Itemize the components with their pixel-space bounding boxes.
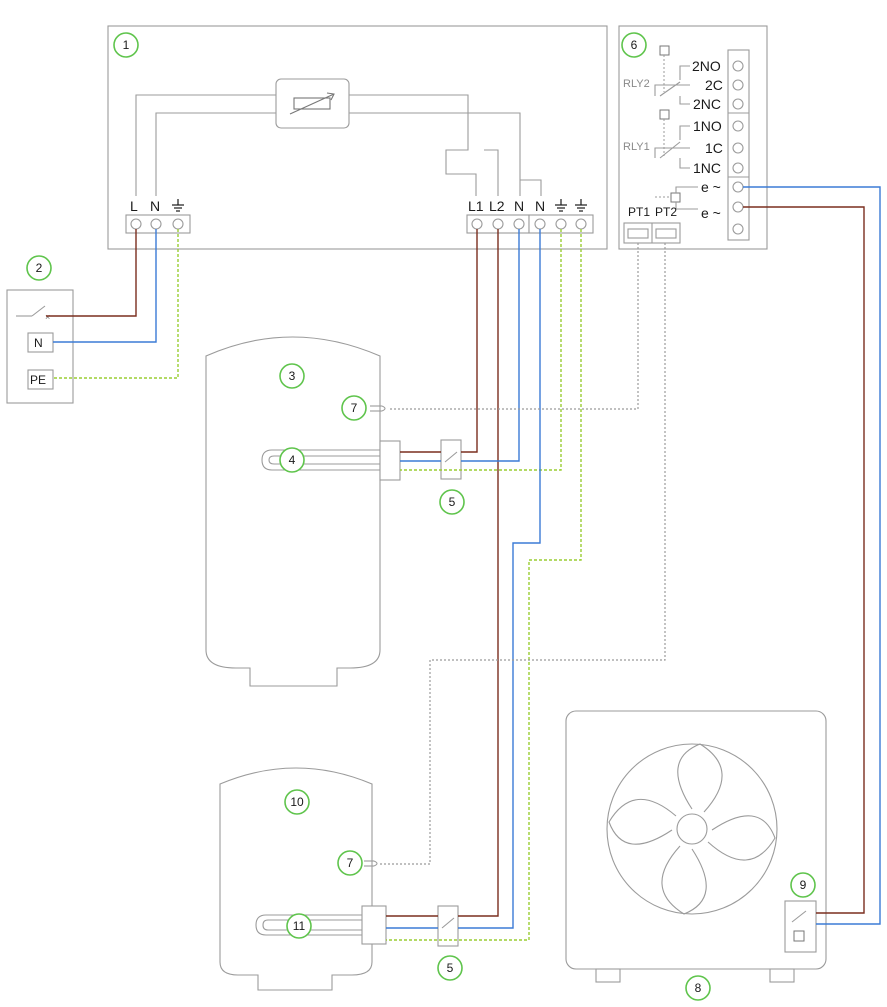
- relay-1-label: RLY1: [623, 141, 650, 153]
- terminal-screw-icon: [150, 218, 162, 230]
- thermostat-cutout-upper: [440, 439, 462, 480]
- terminal-screw-icon: [732, 98, 744, 110]
- terminal-1nc-label: 1NC: [693, 160, 721, 176]
- temperature-sensor-icon: [364, 860, 378, 867]
- output-terminal-l2-label: L2: [489, 198, 505, 214]
- earth-symbol-icon: [575, 199, 587, 212]
- hot-water-tank-primary: [205, 336, 401, 687]
- svg-text:2: 2: [36, 261, 43, 275]
- callout-5-upper: 5: [439, 489, 465, 515]
- output-terminal-n2-label: N: [535, 198, 545, 214]
- callout-7-lower: 7: [337, 850, 363, 876]
- svg-text:11: 11: [293, 919, 306, 933]
- hot-water-tank-secondary: [219, 767, 387, 991]
- relay-2-label: RLY2: [623, 78, 650, 90]
- sensor-wiring: [380, 243, 666, 865]
- terminal-screw-icon: [732, 79, 744, 91]
- svg-text:8: 8: [695, 981, 702, 995]
- svg-text:6: 6: [631, 38, 638, 52]
- thermostat-cutout-lower: [437, 905, 459, 947]
- svg-text:7: 7: [351, 401, 358, 415]
- svg-text:5: 5: [449, 495, 456, 509]
- isolator-neutral-label: N: [34, 336, 43, 350]
- pt2-port: [655, 228, 677, 239]
- contact-switch-icon: [655, 186, 698, 210]
- immersion-heater-icon: [255, 905, 387, 945]
- terminal-2no-label: 2NO: [692, 58, 721, 74]
- callout-8: 8: [685, 975, 711, 1001]
- callout-4: 4: [279, 447, 305, 473]
- fan-icon: [606, 743, 778, 915]
- callout-9: 9: [790, 872, 816, 898]
- terminal-2nc-label: 2NC: [693, 96, 721, 112]
- terminal-screw-icon: [732, 223, 744, 235]
- terminal-screw-icon: [732, 120, 744, 132]
- flow-switch-icon: [784, 900, 817, 953]
- terminal-screw-icon: [471, 218, 483, 230]
- terminal-screw-icon: [575, 218, 587, 230]
- svg-text:7: 7: [347, 856, 354, 870]
- earth-symbol-icon: [555, 199, 567, 212]
- isolator-earth-label: PE: [30, 373, 46, 387]
- terminal-screw-icon: [130, 218, 142, 230]
- isolator-switch: × N PE: [6, 289, 74, 404]
- svg-text:4: 4: [289, 453, 296, 467]
- earth-symbol-icon: [172, 199, 184, 212]
- temperature-sensor-icon: [370, 405, 386, 412]
- live-wiring: [46, 206, 865, 917]
- terminal-2c-label: 2C: [705, 77, 723, 93]
- svg-text:3: 3: [289, 369, 296, 383]
- terminal-screw-icon: [732, 142, 744, 154]
- svg-text:1: 1: [123, 38, 130, 52]
- relay-switch-icon: [654, 45, 690, 105]
- output-terminal-n-label: N: [514, 198, 524, 214]
- terminal-screw-icon: [732, 162, 744, 174]
- svg-text:5: 5: [447, 961, 454, 975]
- controller-unit: L N L1 L2 N N: [107, 25, 608, 250]
- relay-switch-icon: [654, 109, 690, 169]
- terminal-1c-label: 1C: [705, 140, 723, 156]
- cross-icon: ×: [45, 312, 50, 322]
- callout-7-upper: 7: [341, 395, 367, 421]
- callout-2: 2: [26, 255, 52, 281]
- immersion-heater-icon: [261, 440, 401, 481]
- heat-pump-unit: [565, 710, 827, 983]
- terminal-screw-icon: [492, 218, 504, 230]
- pt1-port: [627, 228, 649, 239]
- terminal-e2-label: e ~: [701, 205, 721, 221]
- callout-3: 3: [279, 363, 305, 389]
- output-terminal-l1-label: L1: [468, 198, 484, 214]
- terminal-1no-label: 1NO: [693, 118, 722, 134]
- terminal-screw-icon: [534, 218, 546, 230]
- relay-board: 2NO 2C 2NC 1NO 1C 1NC e ~ e ~ RLY2 RLY1: [618, 25, 768, 250]
- terminal-screw-icon: [732, 60, 744, 72]
- terminal-screw-icon: [172, 218, 184, 230]
- callout-5-lower: 5: [437, 955, 463, 981]
- pt2-label: PT2: [655, 205, 677, 219]
- pt1-label: PT1: [628, 205, 650, 219]
- terminal-screw-icon: [732, 181, 744, 193]
- terminal-screw-icon: [732, 201, 744, 213]
- svg-text:9: 9: [800, 878, 807, 892]
- earth-wiring: [53, 229, 582, 941]
- callout-6: 6: [621, 32, 647, 58]
- input-terminal-l-label: L: [130, 198, 138, 214]
- svg-text:10: 10: [290, 795, 304, 809]
- terminal-screw-icon: [513, 218, 525, 230]
- terminal-screw-icon: [555, 218, 567, 230]
- callout-10: 10: [284, 789, 310, 815]
- neutral-wiring: [53, 186, 881, 929]
- callout-11: 11: [286, 913, 312, 939]
- terminal-e1-label: e ~: [701, 179, 721, 195]
- input-terminal-n-label: N: [150, 198, 160, 214]
- callout-1: 1: [113, 32, 139, 58]
- potentiometer-icon: [289, 92, 335, 115]
